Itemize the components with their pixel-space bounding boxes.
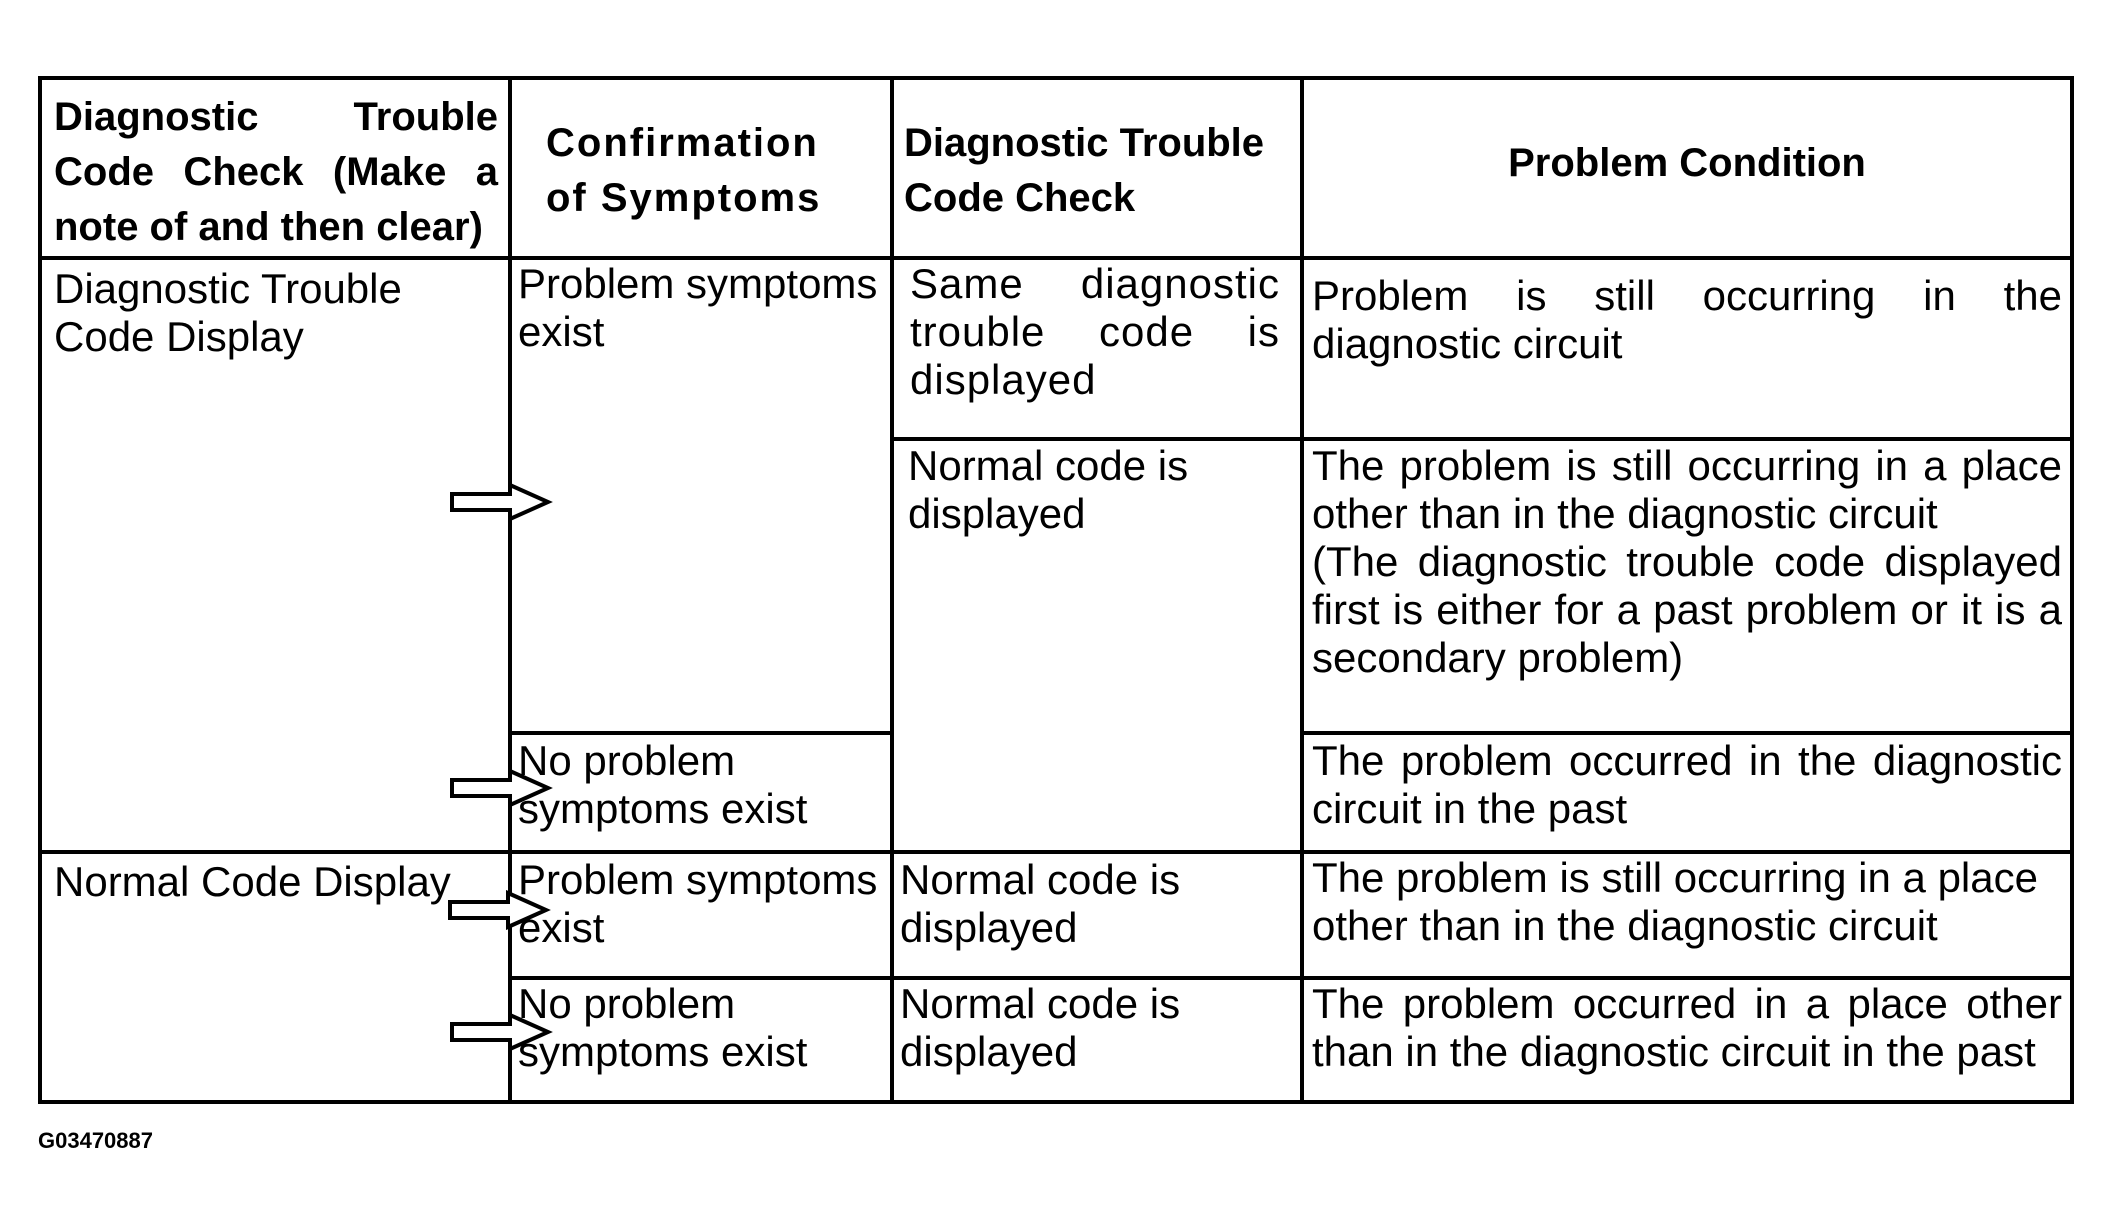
normal-display-label: Normal Code Display — [54, 858, 451, 905]
problem-symptoms-exist-1: Problem symptoms exist — [518, 260, 878, 355]
condition-4: The problem is still occurring in a plac… — [1312, 854, 2038, 949]
header-problem-condition: Problem Condition — [1508, 141, 1866, 185]
condition-5: The problem occurred in a place other th… — [1312, 980, 2062, 1075]
diagnostic-table: Diagnostic Trouble Code Check (Make a no… — [38, 76, 2074, 1104]
header-dtc-check: Diagnostic Trouble Code Check — [904, 121, 1265, 220]
row-divider-a — [890, 437, 2070, 441]
normal-code-displayed-2: Normal code is displayed — [900, 856, 1181, 951]
condition-1: Problem is still occurring in the diagno… — [1312, 272, 2062, 367]
no-problem-symptoms-1: No problem symptoms exist — [518, 737, 808, 832]
arrow-right-icon — [450, 482, 553, 522]
no-problem-symptoms-2: No problem symptoms exist — [518, 980, 808, 1075]
condition-2-note: (The diagnostic trouble code displayed f… — [1312, 538, 2062, 681]
row-divider-b — [508, 731, 890, 735]
col-divider-3 — [1300, 80, 1304, 1100]
col-divider-2 — [890, 80, 894, 1100]
dtc-display-label: Diagnostic Trouble Code Display — [54, 265, 402, 360]
header-dtc-check-clear: Diagnostic Trouble Code Check (Make a no… — [54, 95, 498, 249]
normal-code-displayed-3: Normal code is displayed — [900, 980, 1181, 1075]
header-confirmation: Confirmation of Symptoms — [546, 121, 822, 220]
condition-3: The problem occurred in the diagnostic c… — [1312, 737, 2062, 832]
arrow-right-icon — [450, 768, 553, 808]
condition-2: The problem is still occurring in a plac… — [1312, 442, 2062, 537]
arrow-right-icon — [450, 1012, 553, 1052]
same-code-displayed: Same diagnostic trouble code is displaye… — [910, 260, 1280, 403]
arrow-right-icon — [448, 890, 551, 930]
problem-symptoms-exist-2: Problem symptoms exist — [518, 856, 878, 951]
row-divider-e — [508, 976, 2070, 980]
row-divider-c — [1300, 731, 2070, 735]
figure-id: G03470887 — [38, 1128, 153, 1153]
normal-code-displayed-1: Normal code is displayed — [908, 442, 1189, 537]
col-divider-1 — [508, 80, 512, 1100]
header-divider — [42, 256, 2070, 260]
row-divider-d — [42, 850, 2070, 854]
